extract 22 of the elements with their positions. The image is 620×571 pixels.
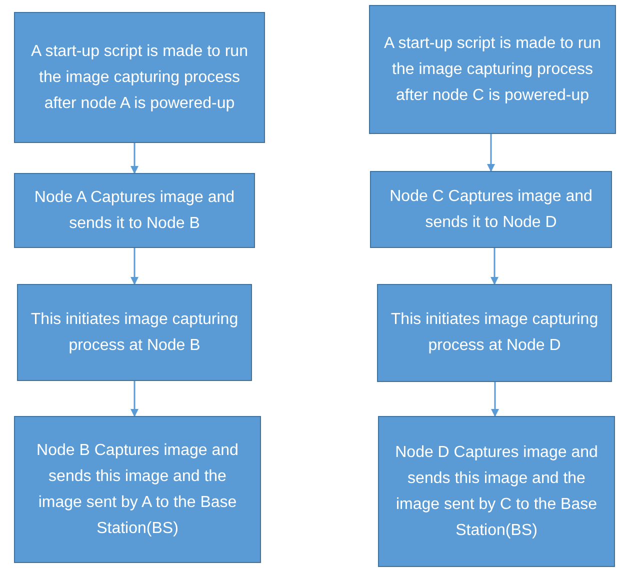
- arrow: [130, 143, 138, 174]
- box-text: Node C Captures image and sends it to Node D: [388, 186, 594, 232]
- process-box: [377, 284, 612, 382]
- box-text: Node D Captures image and sends this image and the image sent by C to the Base Station(BS): [394, 442, 599, 540]
- arrow: [490, 248, 498, 285]
- box-text: This initiates image capturing process at Node D: [390, 310, 600, 356]
- box-text: A start-up script is made to run the image capturing process after node A is powered-up: [30, 42, 249, 114]
- arrow: [487, 134, 495, 172]
- box-text: Node A Captures image and sends it to Node B: [33, 188, 236, 234]
- box-text: A start-up script is made to run the image capturing process after node C is powered-up: [383, 34, 602, 106]
- process-box: [14, 173, 255, 248]
- process-box: [370, 171, 612, 248]
- arrow: [130, 381, 138, 417]
- process-box: [369, 5, 616, 134]
- arrow: [491, 382, 499, 417]
- process-box: [14, 12, 265, 143]
- process-box: [14, 416, 261, 563]
- process-box: [17, 284, 252, 381]
- arrow: [130, 248, 138, 285]
- box-text: Node B Captures image and sends this image and the image sent by A to the Base Station(BS): [36, 440, 240, 538]
- box-text: This initiates image capturing process at Node B: [30, 310, 240, 356]
- process-box: [378, 416, 615, 567]
